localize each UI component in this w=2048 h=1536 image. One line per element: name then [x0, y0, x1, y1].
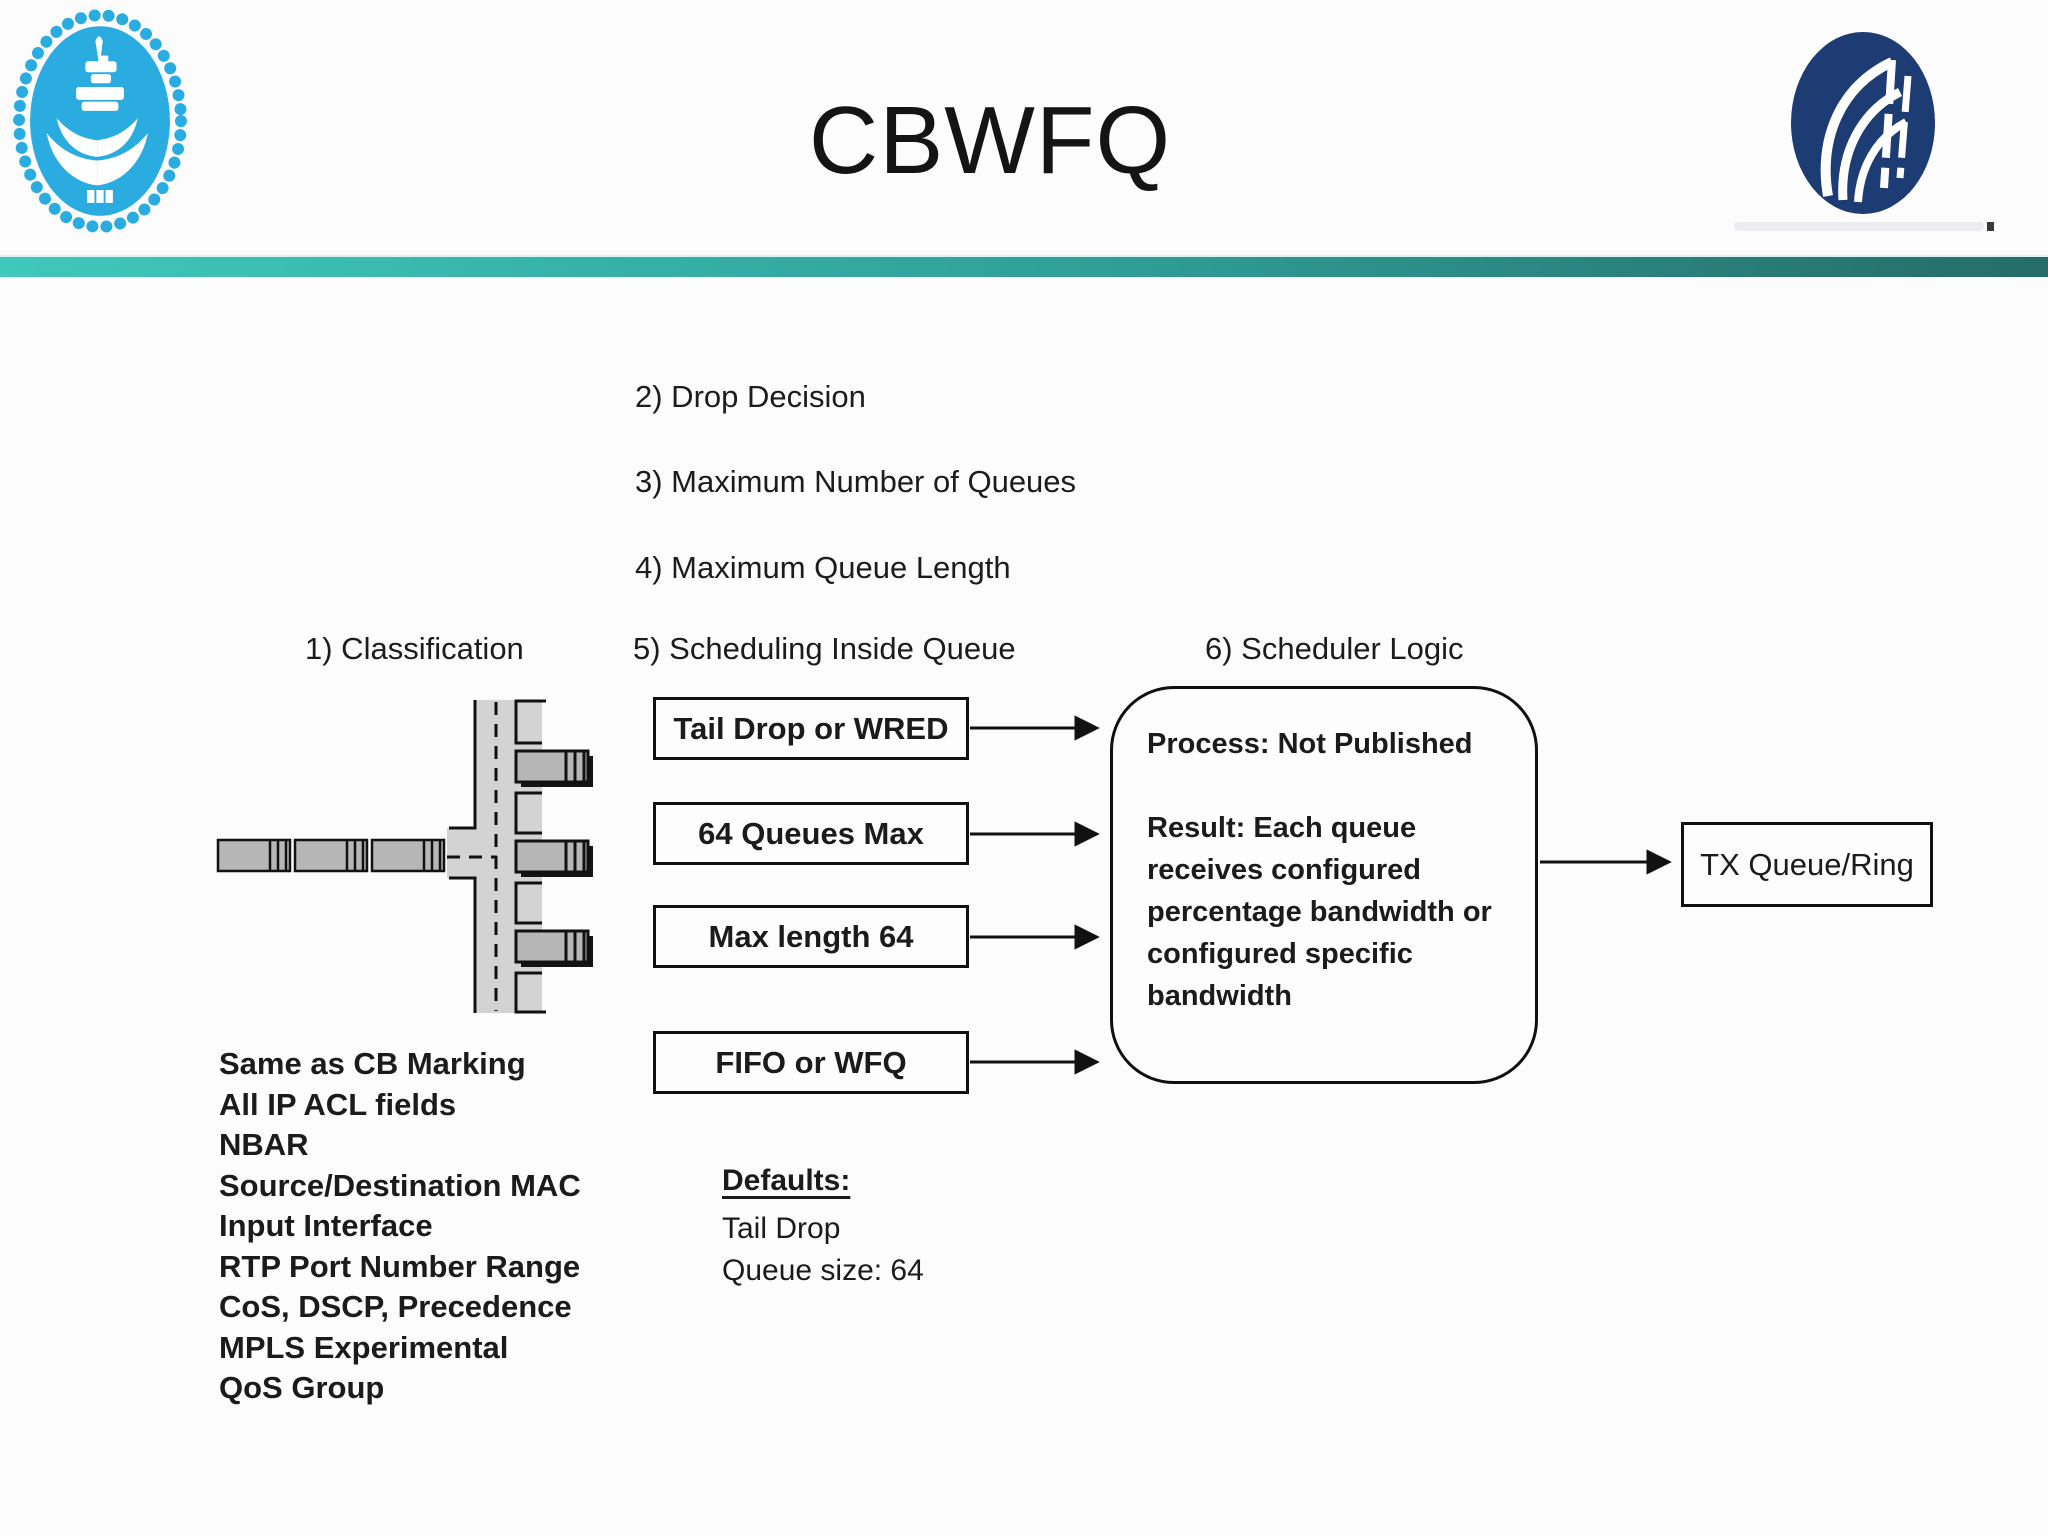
list-item: Same as CB Marking — [219, 1046, 526, 1081]
list-item: MPLS Experimental — [219, 1329, 509, 1365]
accent-bar — [0, 255, 2048, 277]
defaults-line: Queue size: 64 — [722, 1254, 924, 1287]
list-item: NBAR — [219, 1127, 309, 1162]
packet — [514, 749, 593, 787]
box-tail-drop-wred: Tail Drop or WRED — [653, 697, 969, 760]
university-emblem-logo — [8, 2, 192, 240]
list-item: QoS Group — [219, 1370, 385, 1405]
step-drop-decision: 2) Drop Decision — [635, 379, 866, 414]
packet — [293, 838, 369, 873]
box-max-length-64: Max length 64 — [653, 905, 969, 968]
faint-logo-caption — [1734, 222, 1994, 231]
organization-mark-icon — [1791, 32, 1935, 214]
box-fifo-or-wfq: FIFO or WFQ — [653, 1031, 969, 1094]
university-emblem-art — [13, 9, 187, 233]
classification-criteria-list: Same as CB Marking All IP ACL fields NBA… — [219, 1044, 581, 1409]
list-item: Source/Destination MAC — [219, 1167, 581, 1203]
packet — [216, 838, 292, 873]
step-max-queue-length: 4) Maximum Queue Length — [635, 550, 1011, 585]
step-scheduling-inside: 5) Scheduling Inside Queue — [633, 631, 1016, 666]
scheduler-process-text: Process: Not Published — [1147, 728, 1473, 760]
defaults-heading: Defaults: — [722, 1164, 851, 1197]
classification-diagram-art — [216, 699, 593, 1014]
incoming-packets — [216, 838, 446, 873]
organization-mark-art — [1791, 32, 1935, 214]
tx-queue-ring-box: TX Queue/Ring — [1681, 822, 1933, 907]
step-classification: 1) Classification — [305, 631, 524, 666]
scheduler-logic-box: Process: Not Published Result: Each queu… — [1110, 686, 1538, 1084]
packet — [514, 929, 593, 967]
queued-packets — [514, 749, 593, 967]
scheduler-result-text: Result: Each queue receives configured p… — [1147, 812, 1492, 1012]
packet — [370, 838, 446, 873]
packet — [514, 839, 593, 877]
step-scheduler-logic: 6) Scheduler Logic — [1205, 631, 1464, 666]
list-item: CoS, DSCP, Precedence — [219, 1289, 572, 1324]
organization-mark-logo — [1788, 28, 1938, 218]
arrow-lines — [970, 715, 1672, 1075]
university-emblem-icon — [13, 9, 187, 233]
page-title: CBWFQ — [808, 87, 1172, 194]
classification-diagram — [170, 688, 610, 1020]
list-item: All IP ACL fields — [219, 1086, 457, 1122]
box-64-queues-max: 64 Queues Max — [653, 802, 969, 865]
defaults-block: Defaults: Tail Drop Queue size: 64 — [722, 1164, 924, 1292]
faint-caption-dot — [1987, 222, 1994, 231]
defaults-line: Tail Drop — [722, 1212, 841, 1245]
list-item: RTP Port Number Range — [219, 1248, 581, 1284]
list-item: Input Interface — [219, 1208, 433, 1243]
step-max-queues: 3) Maximum Number of Queues — [635, 464, 1077, 499]
